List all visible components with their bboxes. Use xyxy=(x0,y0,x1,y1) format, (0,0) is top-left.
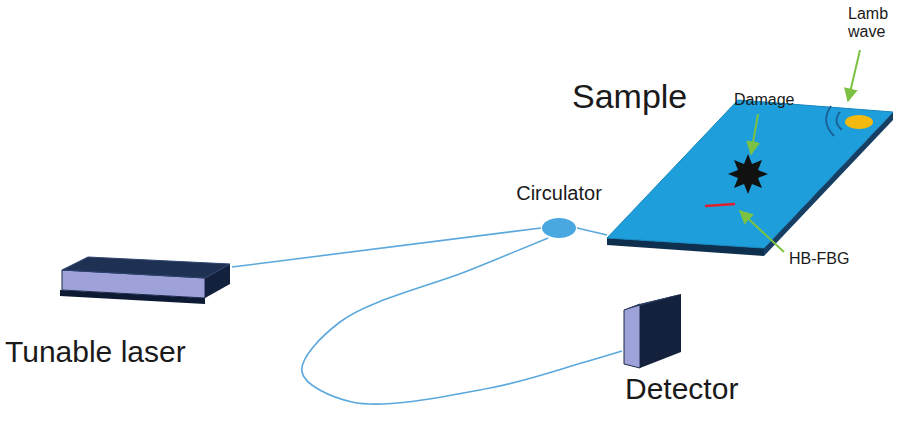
circulator-symbol xyxy=(542,218,576,238)
device-label: Circulator xyxy=(516,182,602,205)
laser-device xyxy=(60,257,230,304)
optical-fiber xyxy=(302,238,622,404)
sample-node: Sample xyxy=(607,100,893,250)
leader-arrow xyxy=(740,211,784,252)
optical-fiber xyxy=(232,228,541,267)
damage-label: Damage xyxy=(734,91,794,109)
device-label: Tunable laser xyxy=(5,335,186,370)
wave-arc xyxy=(826,106,834,136)
leader-arrow xyxy=(848,50,860,101)
laser-node: Tunable laser xyxy=(60,256,232,300)
circulator-node: Circulator xyxy=(541,218,577,238)
optical-fiber xyxy=(577,228,607,235)
device-label: Detector xyxy=(625,372,738,407)
piezo-actuator xyxy=(845,115,873,129)
detector-device xyxy=(624,294,681,368)
wave-arc xyxy=(836,112,842,130)
damage-star xyxy=(728,154,768,194)
device-label: Sample xyxy=(572,77,687,116)
fbg-label: HB-FBG xyxy=(789,250,849,268)
detector-node: Detector xyxy=(622,294,682,370)
wave-label: Lamb wave xyxy=(848,5,897,42)
sample-plate xyxy=(607,100,893,256)
leader-arrow xyxy=(751,114,758,154)
fbg-sensor xyxy=(705,204,735,206)
